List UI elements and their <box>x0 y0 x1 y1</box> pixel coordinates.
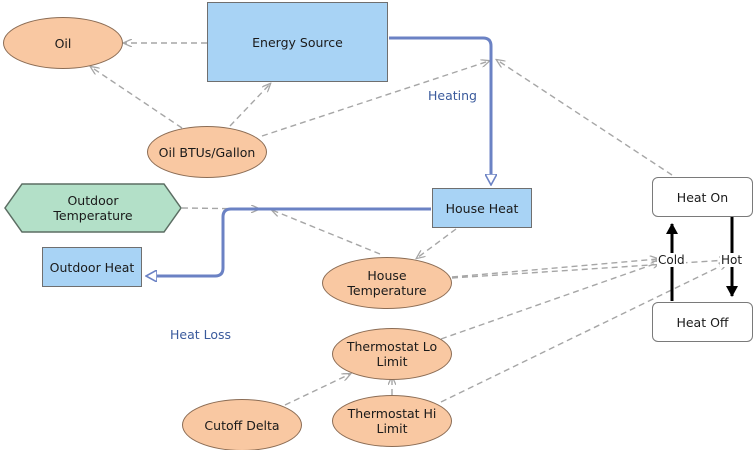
transition-cold-label[interactable]: Cold <box>657 253 686 267</box>
link-cutoff-to-lolimit <box>284 374 350 406</box>
link-lolimit-to-cold <box>440 262 660 340</box>
flow-heat-loss-line <box>147 207 431 276</box>
flow-heat-loss-label[interactable]: Heat Loss <box>170 327 232 342</box>
variable-cutoff-delta[interactable]: Cutoff Delta <box>182 399 302 450</box>
link-oilbtus-to-energy <box>229 84 270 127</box>
stock-outdoor-heat[interactable]: Outdoor Heat <box>42 247 142 287</box>
link-housetemp-to-hot <box>451 260 727 279</box>
state-heat-on[interactable]: Heat On <box>652 177 753 217</box>
link-househeat-to-housetemp <box>417 228 457 258</box>
flow-heating-line <box>389 36 491 184</box>
link-housetemp-to-cold <box>451 259 658 278</box>
link-heaton-to-heating <box>497 60 673 176</box>
variable-oil[interactable]: Oil <box>3 17 123 69</box>
converter-outdoor-temperature[interactable]: Outdoor Temperature <box>4 183 182 233</box>
link-housetemp-to-heatloss <box>272 210 381 255</box>
variable-thermostat-hi-limit[interactable]: Thermostat Hi Limit <box>332 395 452 447</box>
flow-heating-label[interactable]: Heating <box>428 88 477 103</box>
link-oilbtus-to-oil <box>91 67 183 129</box>
variable-house-temperature[interactable]: House Temperature <box>322 257 452 309</box>
state-heat-off[interactable]: Heat Off <box>652 302 753 342</box>
variable-oil-btus-per-gallon[interactable]: Oil BTUs/Gallon <box>147 126 267 178</box>
stock-house-heat[interactable]: House Heat <box>432 188 532 228</box>
stock-energy-source[interactable]: Energy Source <box>207 2 388 82</box>
link-hilimit-to-hot <box>440 263 727 403</box>
converter-label: Outdoor Temperature <box>53 193 133 223</box>
transition-hot-label[interactable]: Hot <box>720 253 744 267</box>
hexagon-shape <box>4 183 182 233</box>
variable-thermostat-lo-limit[interactable]: Thermostat Lo Limit <box>332 328 452 380</box>
